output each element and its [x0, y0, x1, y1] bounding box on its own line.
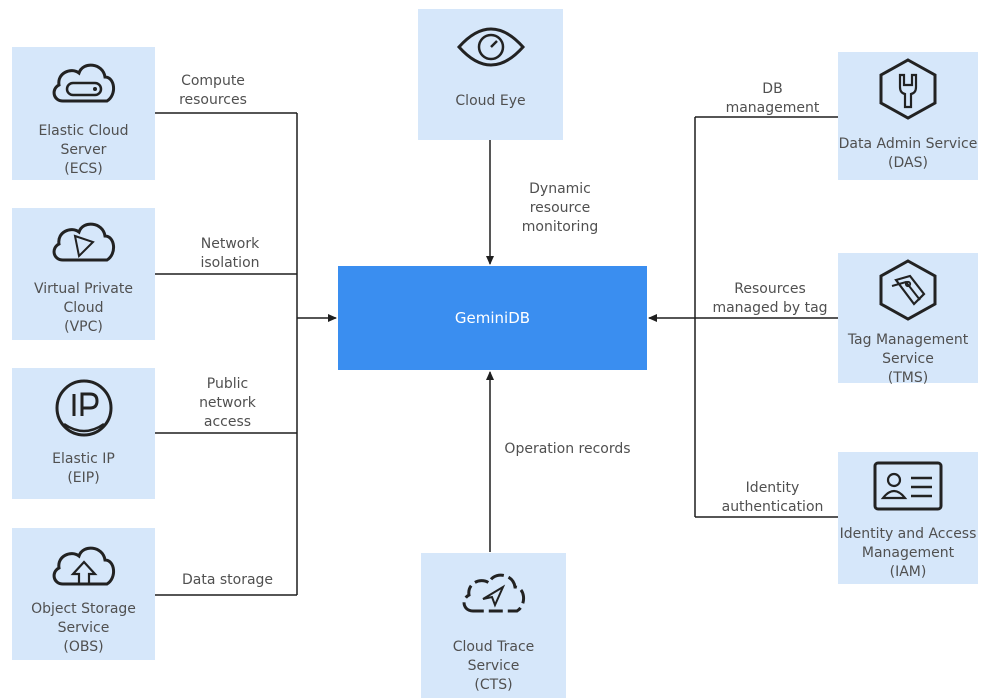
obs-box: Object Storage Service (OBS): [12, 528, 155, 660]
eye-icon: [456, 27, 526, 67]
edge-label-records: Operation records: [504, 441, 631, 457]
iam-box: Identity and Access Management (IAM): [838, 452, 978, 584]
cloud-eye-label: Cloud Eye: [455, 93, 526, 109]
cts-box: Cloud Trace Service (CTS): [421, 553, 566, 698]
edge-label-storage: Data storage: [181, 572, 274, 588]
id-card-icon: [873, 461, 943, 511]
ecs-box: Elastic Cloud Server (ECS): [12, 47, 155, 180]
tms-label: Tag Management Service (TMS): [847, 332, 969, 386]
cloud-server-icon: [52, 63, 115, 103]
cloud-upload-icon: [52, 546, 115, 586]
iam-label: Identity and Access Management (IAM): [839, 526, 977, 580]
eip-label: Elastic IP (EIP): [52, 451, 115, 486]
das-box: Data Admin Service (DAS): [838, 52, 978, 180]
ecs-label: Elastic Cloud Server (ECS): [38, 123, 129, 177]
tms-box: Tag Management Service (TMS): [838, 253, 978, 386]
cloud-trace-icon: [462, 573, 525, 613]
cts-label: Cloud Trace Service (CTS): [452, 639, 535, 693]
tag-icon: [879, 259, 937, 321]
obs-label: Object Storage Service (OBS): [31, 601, 136, 655]
cloud-eye-box: Cloud Eye: [418, 9, 563, 140]
eip-box: Elastic IP (EIP): [12, 368, 155, 499]
vpc-box: Virtual Private Cloud (VPC): [12, 208, 155, 340]
das-label: Data Admin Service (DAS): [838, 136, 978, 171]
geminidb-label: GeminiDB: [454, 309, 531, 327]
geminidb-box: GeminiDB: [338, 266, 647, 370]
vpc-label: Virtual Private Cloud (VPC): [33, 281, 133, 335]
cloud-network-icon: [52, 222, 115, 262]
wrench-icon: [879, 58, 937, 120]
ip-icon: [55, 379, 113, 437]
